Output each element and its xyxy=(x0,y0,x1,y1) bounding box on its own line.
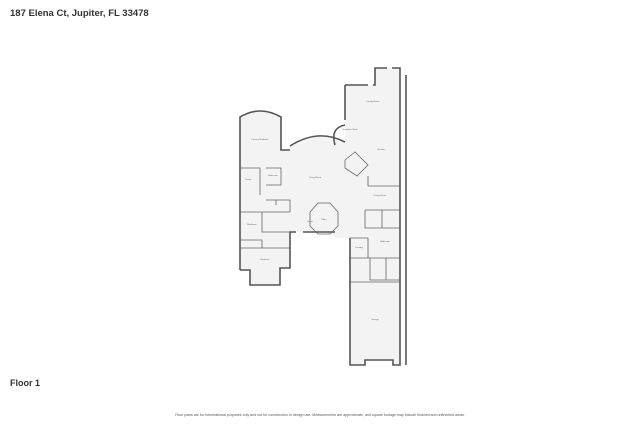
room-label: Bathroom xyxy=(380,240,390,243)
disclaimer-text: Floor plans are for informational purpos… xyxy=(175,413,465,417)
room-label: Primary Bedroom xyxy=(251,138,268,141)
room-label: Kitchen xyxy=(377,148,385,151)
floor-label: Floor 1 xyxy=(10,378,41,388)
property-address: 187 Elena Ct, Jupiter, FL 33478 xyxy=(10,8,149,19)
room-label: Garage xyxy=(371,318,379,321)
exterior-walls xyxy=(239,67,407,366)
room-label: Living Room xyxy=(309,177,321,179)
room-label: Office xyxy=(321,219,327,221)
floor-plan-fill xyxy=(240,68,400,365)
room-labels: Primary Bedroom Closet Bathroom Living R… xyxy=(245,101,390,321)
room-label: Foyer xyxy=(307,220,313,223)
room-label: Family Room xyxy=(367,101,380,103)
room-label: Bedroom xyxy=(261,258,270,261)
interior-walls xyxy=(240,151,400,283)
room-label: Breakfast Nook xyxy=(343,128,359,131)
room-label: Bathroom xyxy=(268,174,278,177)
room-label: Closet xyxy=(245,178,252,181)
room-label: Bedroom xyxy=(248,223,257,226)
room-label: Laundry xyxy=(355,246,364,249)
room-label: Dining Room xyxy=(374,195,387,197)
